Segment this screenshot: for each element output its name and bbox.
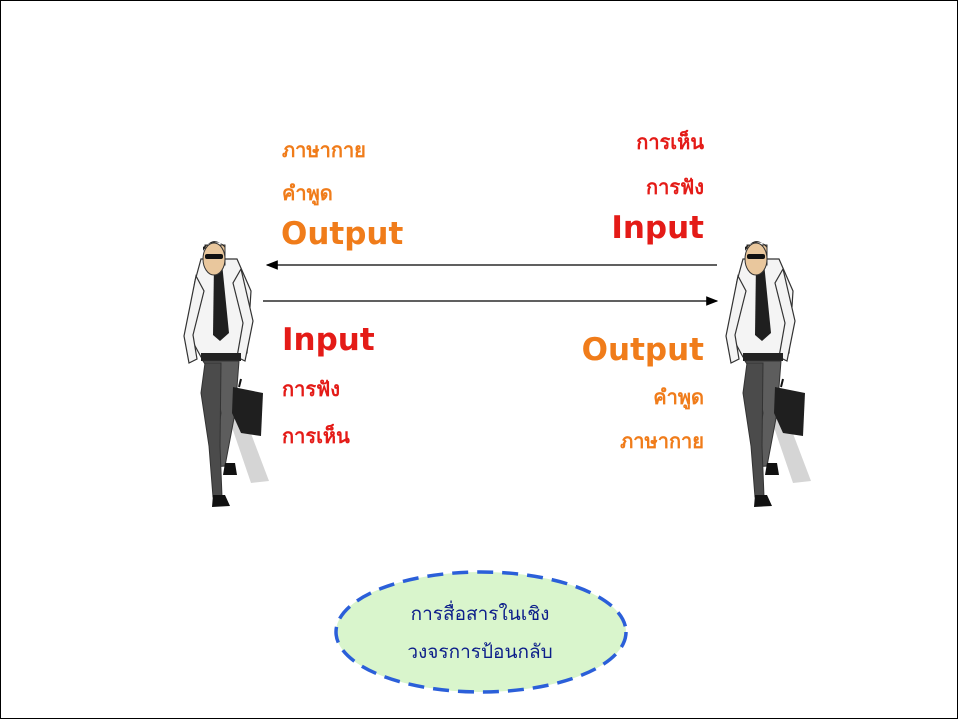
left-body-language-label: ภาษากาย [282, 138, 366, 162]
right-output-heading: Output [581, 332, 704, 368]
left-seeing-label: การเห็น [282, 424, 350, 448]
right-listening-label: การฟัง [645, 175, 704, 199]
left-input-heading: Input [282, 322, 375, 358]
left-speech-label: คำพูด [282, 181, 333, 205]
right-seeing-label: การเห็น [636, 130, 704, 154]
feedback-cloud-icon [334, 570, 628, 694]
bubble-line-2: วงจรการป้อนกลับ [407, 641, 553, 663]
businessman-left-icon [183, 241, 269, 507]
left-listening-label: การฟัง [282, 377, 341, 401]
bubble-line-1: การสื่อสารในเชิง [410, 603, 550, 625]
businessman-right-icon [725, 241, 811, 507]
feedback-bubble-text: การสื่อสารในเชิง วงจรการป้อนกลับ [337, 595, 623, 671]
right-speech-label: คำพูด [653, 385, 704, 409]
right-body-language-label: ภาษากาย [620, 429, 704, 453]
right-input-heading: Input [611, 210, 704, 246]
left-output-heading: Output [281, 216, 404, 252]
